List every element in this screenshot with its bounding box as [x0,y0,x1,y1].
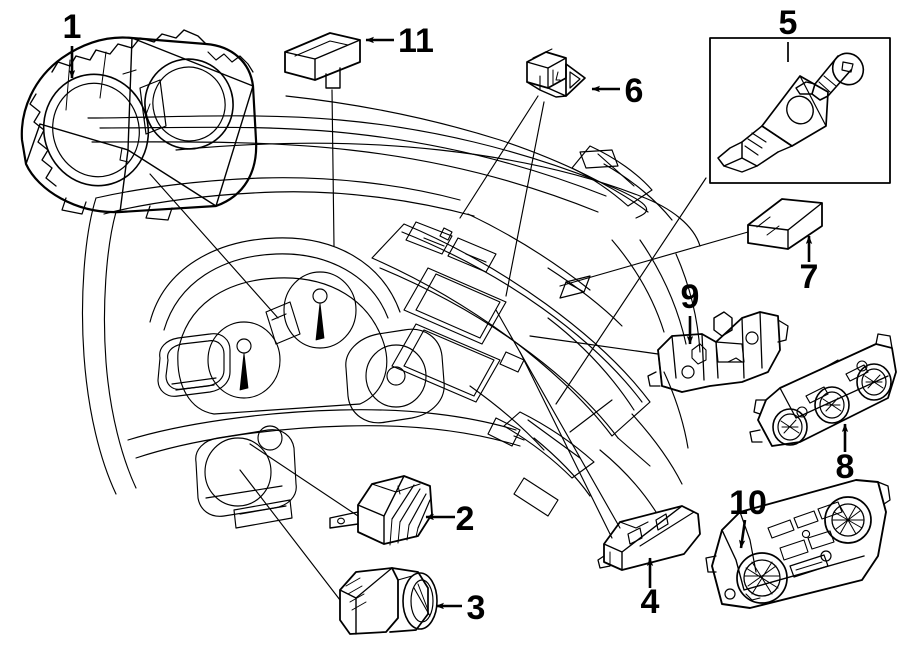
lock-plug-key [795,52,865,101]
callout-label-4: 4 [641,583,660,621]
callout-label-8: 8 [836,448,855,486]
callout-label-1: 1 [63,8,82,46]
callout-label-2: 2 [456,500,475,538]
pointer-10 [738,519,747,549]
part-5-ignition-lock-inset [709,37,891,184]
callout-labels: 1 2 3 4 5 6 7 8 9 10 11 [63,4,855,627]
callout-label-7: 7 [800,258,819,296]
lock-cylinder [717,75,829,173]
part-9-mounting-bracket [647,311,789,393]
dashboard-illustration [81,95,701,529]
callout-pointers [68,36,849,610]
part-1-instrument-cluster [20,29,258,221]
part-3-headlamp-switch [339,567,438,635]
callout-label-11: 11 [398,22,434,60]
leader-lines [149,89,749,601]
callout-label-3: 3 [467,589,486,627]
callout-label-9: 9 [681,278,700,316]
part-10-climate-control [705,479,891,609]
part-4-bar-switch [597,505,701,571]
callout-label-5: 5 [779,4,798,42]
part-6-hazard-switch [526,48,586,98]
part-7-control-module [747,198,823,250]
part-8-hvac-control [749,333,897,447]
callout-label-10: 10 [729,484,767,522]
part-2-switch-block [329,475,433,546]
part-11-display-switch [284,32,361,89]
callout-label-6: 6 [625,72,644,110]
